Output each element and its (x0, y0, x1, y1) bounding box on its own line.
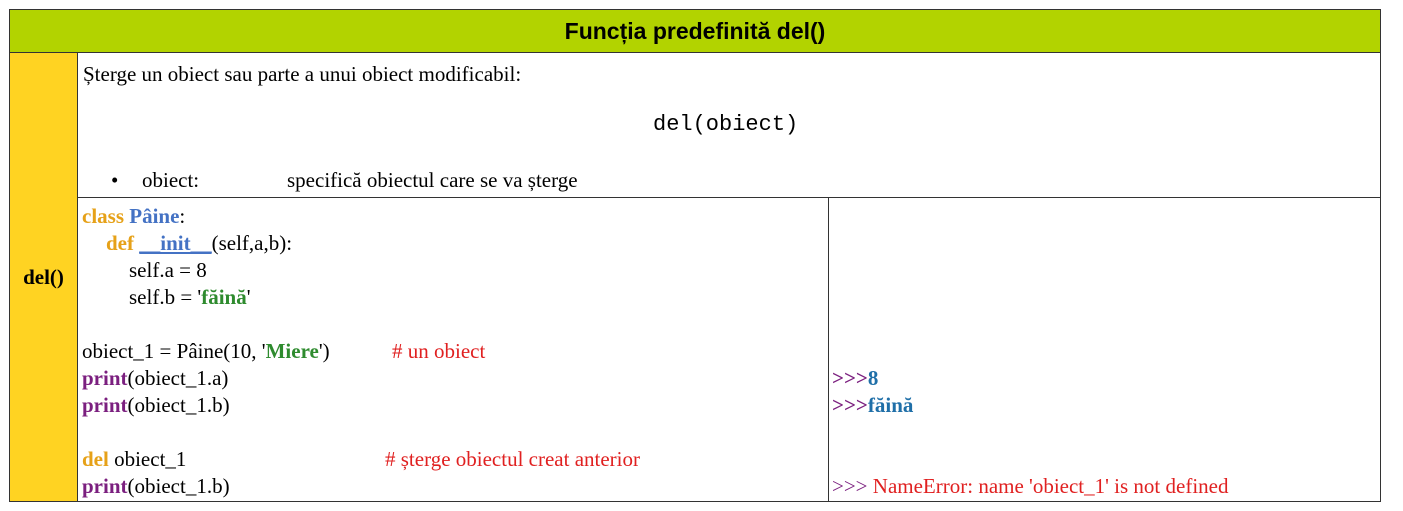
syntax-line: del(obiect) (653, 112, 799, 137)
code-text: obiect_1 = Pâine(10, ' (82, 339, 266, 363)
code-text: ' (246, 285, 251, 309)
param-desc: specifică obiectul care se va șterge (287, 168, 578, 192)
keyword: class (82, 204, 124, 228)
code-text: (obiect_1.b) (127, 393, 230, 417)
param-name: obiect: (142, 168, 200, 192)
code-line: class Pâine: (82, 203, 185, 230)
code-line: print(obiect_1.b) (82, 392, 230, 419)
builtin-function: print (82, 366, 128, 390)
code-text: : (179, 204, 186, 228)
class-name: Pâine (129, 204, 180, 228)
description-cell: Șterge un obiect sau parte a unui obiect… (77, 52, 1381, 198)
code-text: obiect_1 (108, 447, 187, 471)
title-text: Funcția predefinită del() (564, 17, 826, 44)
code-text: (obiect_1.a) (127, 366, 229, 390)
output-line: >>>8 (832, 365, 878, 392)
bullet-icon: • (111, 168, 119, 192)
code-text: (obiect_1.b) (127, 474, 230, 498)
prompt: >>> (832, 366, 868, 390)
code-line: print(obiect_1.a) (82, 365, 228, 392)
keyword: del (82, 447, 109, 471)
code-line: self.a = 8 (129, 258, 207, 282)
string-literal: Miere (265, 339, 319, 363)
prompt: >>> (832, 474, 873, 498)
code-line: def __init__(self,a,b): (106, 230, 292, 257)
code-line: print(obiect_1.b) (82, 473, 230, 500)
page-title: Funcția predefinită del() (9, 9, 1381, 53)
code-comment: # un obiect (392, 339, 486, 363)
code-text: ') (318, 339, 330, 363)
output-line: >>> NameError: name 'obiect_1' is not de… (832, 473, 1228, 500)
code-text: (self,a,b): (211, 231, 293, 255)
error-message: NameError: name 'obiect_1' is not define… (872, 474, 1229, 498)
prompt: >>> (832, 393, 868, 417)
method-name: __init__ (139, 231, 212, 255)
builtin-function: print (82, 474, 128, 498)
function-label-cell: del() (9, 52, 78, 502)
output-line: >>>făină (832, 392, 913, 419)
output-value: făină (867, 393, 914, 417)
code-line: del obiect_1 (82, 446, 186, 473)
code-line: obiect_1 = Pâine(10, 'Miere') (82, 338, 330, 365)
description-intro: Șterge un obiect sau parte a unui obiect… (83, 62, 522, 86)
output-value: 8 (867, 366, 879, 390)
code-cell: class Pâine: def __init__(self,a,b): sel… (77, 197, 829, 502)
output-cell: >>>8 >>>făină >>> NameError: name 'obiec… (828, 197, 1381, 502)
code-text: self.b = ' (129, 285, 202, 309)
code-line: self.b = 'făină' (129, 284, 251, 311)
function-label: del() (23, 264, 64, 289)
keyword: def (106, 231, 134, 255)
string-literal: făină (201, 285, 247, 309)
builtin-function: print (82, 393, 128, 417)
code-comment: # șterge obiectul creat anterior (385, 447, 640, 471)
